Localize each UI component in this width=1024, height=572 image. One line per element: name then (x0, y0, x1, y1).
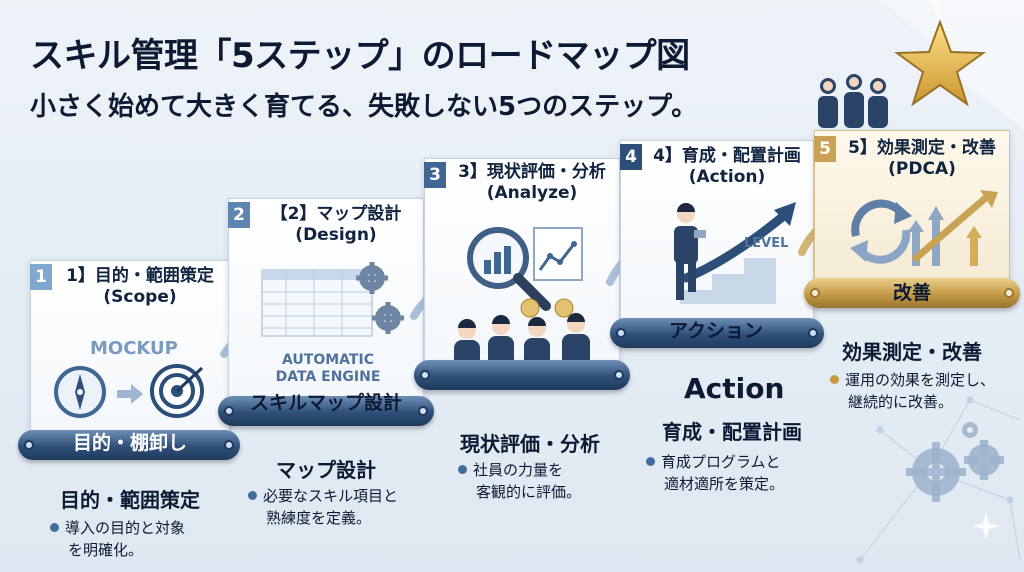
step-2-belt-label: スキルマップ設計 (249, 392, 402, 414)
step-2-desc: 必要なスキル項目と 熟練度を定義。 (248, 486, 398, 530)
star-icon (894, 19, 986, 107)
magnifier-chart-icon (467, 227, 551, 311)
growth-arrows-icon (908, 190, 998, 266)
step-3-belt (414, 360, 630, 390)
target-icon (150, 364, 204, 418)
page-title: スキル管理「5ステップ」のロードマップ図 (30, 36, 690, 76)
level-label: LEVEL (744, 236, 789, 251)
coin-icon (520, 298, 574, 318)
step-5-belt-label: 改善 (892, 282, 931, 304)
step-5-desc: 運用の効果を測定し、 継続的に改善。 (830, 370, 995, 414)
step-4-belt-label: アクション (668, 320, 764, 342)
step-2-title: 【2】マップ設計(Design) (270, 204, 402, 246)
mockup-label: MOCKUP (90, 338, 178, 359)
step-1-title: 1】目的・範囲策定(Scope) (66, 266, 214, 308)
step-3-desc: 社員の力量を 客観的に評価。 (458, 460, 581, 504)
step-1-desc: 導入の目的と対象 を明確化。 (50, 518, 185, 562)
step-3-title: 3】現状評価・分析(Analyze) (458, 162, 606, 204)
step-5-belt (804, 278, 1020, 308)
gear-icon (356, 262, 404, 334)
step-4-label: Action (684, 372, 785, 405)
step-4-desc: 育成プログラムと 適材適所を策定。 (646, 452, 784, 496)
team-people-icon (818, 74, 888, 128)
arrow-right-icon (117, 384, 143, 404)
step-1-number: 1 (30, 264, 52, 290)
step-5-number: 5 (814, 136, 836, 162)
step-2-label: マップ設計 (276, 458, 376, 482)
automatic-data-engine-label: AUTOMATIC DATA ENGINE (275, 352, 381, 385)
step-3-number: 3 (424, 162, 446, 188)
step-3-label: 現状評価・分析 (460, 432, 600, 456)
sparkle-icon (972, 512, 1000, 540)
person-icon (674, 203, 706, 300)
page-subtitle: 小さく始めて大きく育てる、失敗しない5つのステップ。 (30, 92, 698, 122)
step-2-number: 2 (228, 202, 250, 228)
step-2-belt (218, 396, 434, 426)
step-1-belt (18, 430, 240, 460)
step-1-belt-label: 目的・棚卸し (72, 432, 187, 454)
step-4-title: 4】育成・配置計画(Action) (653, 146, 801, 188)
step-4-label-2: 育成・配置計画 (662, 420, 802, 444)
compass-icon (54, 366, 106, 418)
step-4-belt (610, 318, 824, 348)
gear-icon (906, 422, 1004, 502)
clipboard-chart-icon (533, 227, 583, 281)
step-5-title: 5】効果測定・改善(PDCA) (848, 138, 996, 180)
spreadsheet-icon (261, 269, 373, 337)
step-4-number: 4 (620, 144, 642, 170)
cycle-arrows-icon (850, 199, 912, 264)
step-1-label: 目的・範囲策定 (60, 488, 200, 512)
step-5-label: 効果測定・改善 (842, 340, 982, 364)
